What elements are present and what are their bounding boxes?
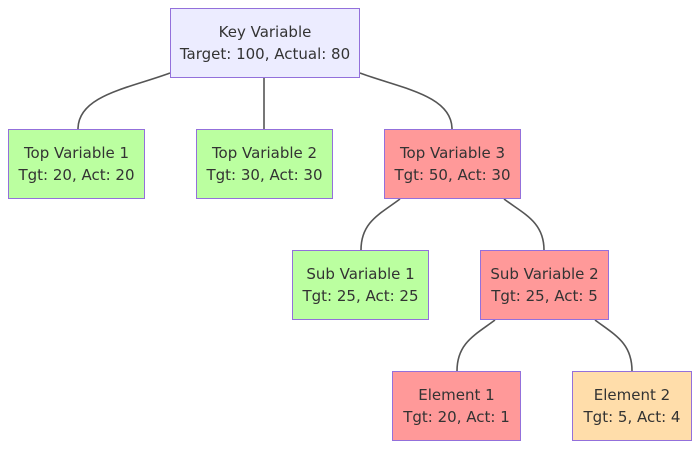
node-values: Tgt: 20, Act: 20 — [18, 166, 135, 184]
node-label: Key Variable — [218, 23, 312, 41]
node-top-variable-2: Top Variable 2 Tgt: 30, Act: 30 — [196, 129, 333, 199]
node-top-variable-1: Top Variable 1 Tgt: 20, Act: 20 — [8, 129, 145, 199]
node-values: Tgt: 5, Act: 4 — [583, 408, 681, 426]
node-sub-variable-1: Sub Variable 1 Tgt: 25, Act: 25 — [292, 250, 429, 320]
node-label: Sub Variable 2 — [490, 265, 599, 283]
node-label: Element 2 — [593, 386, 671, 404]
node-sub-variable-2: Sub Variable 2 Tgt: 25, Act: 5 — [480, 250, 609, 320]
edge-top3-sub2 — [503, 198, 545, 251]
node-key-variable: Key Variable Target: 100, Actual: 80 — [170, 8, 360, 78]
node-label: Sub Variable 1 — [306, 265, 415, 283]
node-values: Tgt: 30, Act: 30 — [206, 166, 323, 184]
node-values: Tgt: 25, Act: 25 — [302, 287, 419, 305]
node-values: Target: 100, Actual: 80 — [179, 45, 351, 63]
node-label: Top Variable 1 — [23, 144, 130, 162]
node-values: Tgt: 20, Act: 1 — [403, 408, 510, 426]
node-label: Top Variable 3 — [399, 144, 506, 162]
edge-key-top1 — [77, 72, 171, 130]
node-values: Tgt: 50, Act: 30 — [394, 166, 511, 184]
node-label: Element 1 — [418, 386, 495, 404]
edge-sub2-el2 — [594, 319, 633, 372]
node-label: Top Variable 2 — [211, 144, 318, 162]
edge-sub2-el1 — [456, 319, 496, 372]
edge-top3-sub1 — [360, 198, 401, 251]
edge-key-top3 — [359, 72, 453, 130]
node-values: Tgt: 25, Act: 5 — [491, 287, 598, 305]
node-element-2: Element 2 Tgt: 5, Act: 4 — [572, 371, 692, 441]
node-top-variable-3: Top Variable 3 Tgt: 50, Act: 30 — [384, 129, 521, 199]
node-element-1: Element 1 Tgt: 20, Act: 1 — [392, 371, 521, 441]
